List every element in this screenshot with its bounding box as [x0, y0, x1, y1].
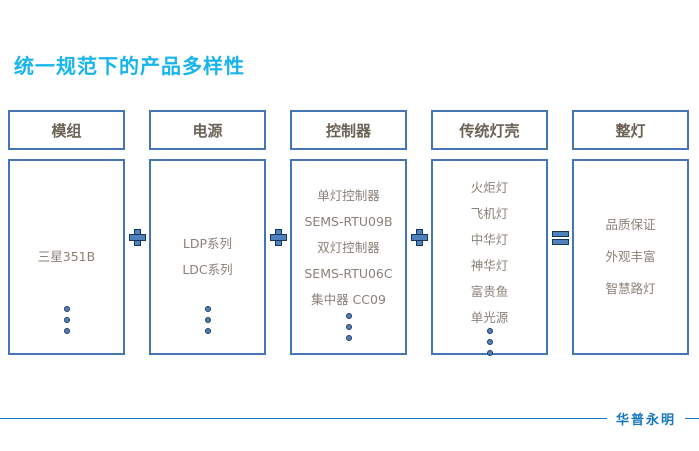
column-body-power-supply: LDP系列 LDC系列	[149, 159, 266, 355]
column-items-module: 三星351B	[10, 244, 123, 270]
column-body-controller: 单灯控制器 SEMS-RTU09B 双灯控制器 SEMS-RTU06C 集中器 …	[290, 159, 407, 355]
list-item: 中华灯	[470, 232, 509, 247]
list-item: 火炬灯	[470, 180, 509, 195]
list-item: 飞机灯	[470, 206, 509, 221]
left-margin-spacer	[0, 110, 8, 365]
equals-bar-top	[551, 231, 569, 237]
column-items-power-supply: LDP系列 LDC系列	[151, 231, 264, 283]
plus-icon	[128, 229, 146, 246]
list-item: 双灯控制器	[317, 240, 380, 255]
list-item: 品质保证	[605, 217, 656, 232]
operator-plus-3	[407, 110, 431, 365]
product-diversity-diagram: 模组 三星351B 电源 LDP系列 LDC系列	[0, 110, 699, 365]
column-items-complete-lamp: 品质保证 外观丰富 智慧路灯	[574, 209, 687, 305]
ellipsis-dots-power-supply	[151, 306, 264, 334]
diagram-column-power-supply: 电源 LDP系列 LDC系列	[149, 110, 266, 365]
equals-bar-bottom	[551, 239, 569, 245]
footer: 华普永明	[0, 409, 699, 428]
list-item: LDP系列	[182, 236, 233, 251]
column-body-lamp-housing: 火炬灯 飞机灯 中华灯 神华灯 富贵鱼 单光源	[431, 159, 548, 356]
diagram-column-lamp-housing: 传统灯壳 火炬灯 飞机灯 中华灯 神华灯 富贵鱼 单光源	[431, 110, 548, 365]
footer-brand: 华普永明	[615, 413, 676, 428]
list-item: 智慧路灯	[605, 281, 656, 296]
list-item: 三星351B	[37, 249, 96, 264]
column-body-complete-lamp: 品质保证 外观丰富 智慧路灯	[572, 159, 689, 355]
operator-equals	[548, 110, 572, 365]
column-items-controller: 单灯控制器 SEMS-RTU09B 双灯控制器 SEMS-RTU06C 集中器 …	[292, 183, 405, 313]
ellipsis-dots-controller	[292, 313, 405, 341]
column-header-complete-lamp: 整灯	[572, 110, 689, 150]
footer-rule-left	[0, 418, 607, 419]
dot-icon	[486, 328, 493, 334]
dot-icon	[63, 306, 70, 312]
list-item: 单灯控制器	[317, 188, 380, 203]
column-header-power-supply: 电源	[149, 110, 266, 150]
column-header-controller: 控制器	[290, 110, 407, 150]
column-header-lamp-housing: 传统灯壳	[431, 110, 548, 150]
column-header-module: 模组	[8, 110, 125, 150]
diagram-column-complete-lamp: 整灯 品质保证 外观丰富 智慧路灯	[572, 110, 689, 365]
plus-icon	[410, 229, 428, 246]
dot-icon	[63, 317, 70, 323]
column-body-module: 三星351B	[8, 159, 125, 355]
list-item: 外观丰富	[605, 249, 656, 264]
operator-plus-1	[125, 110, 149, 365]
list-item: LDC系列	[182, 262, 233, 277]
page-title: 统一规范下的产品多样性	[14, 54, 245, 78]
list-item: SEMS-RTU06C	[304, 266, 393, 281]
list-item: SEMS-RTU09B	[304, 214, 393, 229]
list-item: 集中器 CC09	[311, 292, 386, 307]
operator-plus-2	[266, 110, 290, 365]
diagram-column-module: 模组 三星351B	[8, 110, 125, 365]
dot-icon	[486, 339, 493, 345]
equals-icon	[551, 230, 569, 245]
list-item: 富贵鱼	[470, 284, 509, 299]
dot-icon	[345, 335, 352, 341]
plus-icon	[269, 229, 287, 246]
diagram-column-controller: 控制器 单灯控制器 SEMS-RTU09B 双灯控制器 SEMS-RTU06C …	[290, 110, 407, 365]
dot-icon	[204, 306, 211, 312]
list-item: 单光源	[470, 310, 509, 325]
dot-icon	[63, 328, 70, 334]
dot-icon	[345, 324, 352, 330]
dot-icon	[345, 313, 352, 319]
ellipsis-dots-module	[10, 306, 123, 334]
dot-icon	[486, 350, 493, 356]
dot-icon	[204, 328, 211, 334]
column-items-lamp-housing: 火炬灯 飞机灯 中华灯 神华灯 富贵鱼 单光源	[433, 175, 546, 331]
list-item: 神华灯	[470, 258, 509, 273]
footer-rule-right	[685, 418, 699, 419]
ellipsis-dots-lamp-housing	[433, 328, 546, 356]
dot-icon	[204, 317, 211, 323]
